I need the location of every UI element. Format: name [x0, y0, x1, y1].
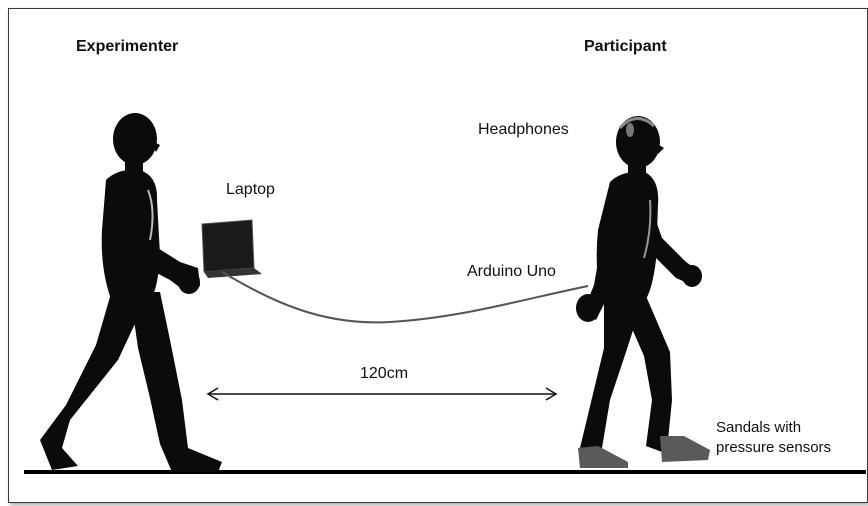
laptop-device — [201, 219, 262, 278]
participant-label: Participant — [584, 38, 667, 55]
participant-figure — [576, 116, 702, 464]
sandals-label: Sandals with pressure sensors — [716, 419, 832, 456]
headphones-device — [618, 117, 655, 137]
experimenter-figure — [40, 113, 222, 472]
participant-highlight — [643, 199, 652, 259]
experimenter-label: Experimenter — [76, 38, 179, 55]
connection-cable — [221, 271, 589, 324]
distance-arrow — [206, 387, 558, 401]
distance-label: 120cm — [360, 365, 409, 382]
arduino-label: Arduino Uno — [467, 263, 556, 280]
sandals-with-sensors — [578, 436, 710, 468]
experimenter-highlight — [147, 189, 154, 241]
headphones-label: Headphones — [478, 121, 569, 138]
laptop-label: Laptop — [226, 181, 275, 198]
